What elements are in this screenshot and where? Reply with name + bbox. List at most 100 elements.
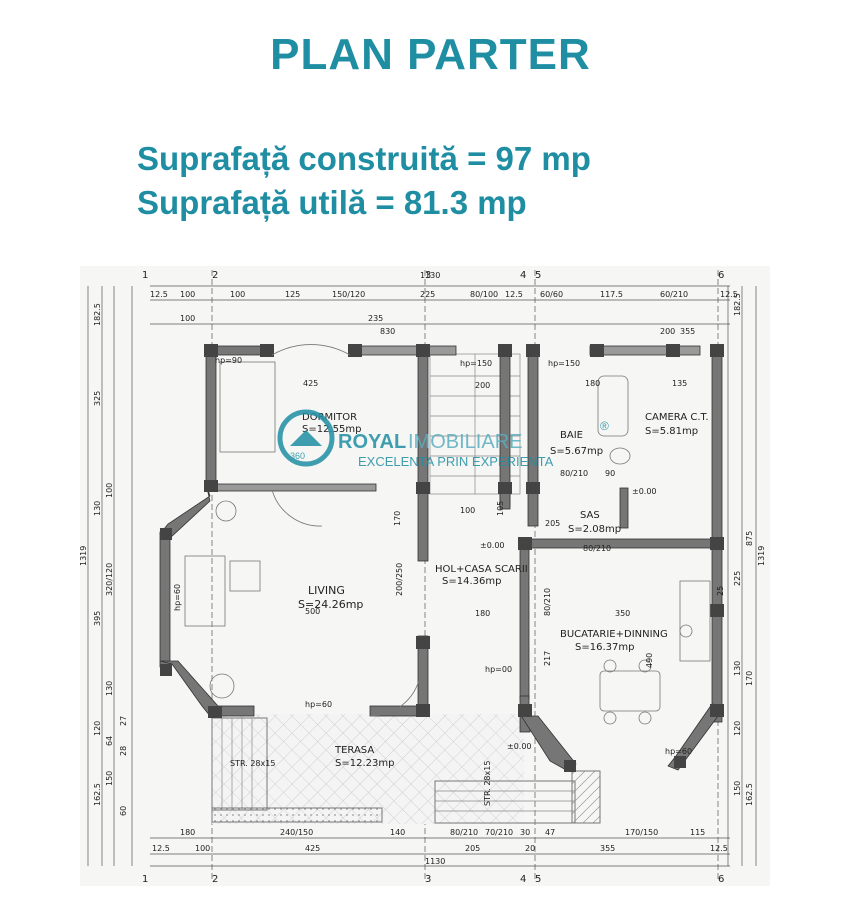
dim-interior: 180: [585, 379, 600, 388]
planter-bottom-left: [211, 807, 383, 823]
steps-left-treads: [221, 718, 253, 810]
dim-top-row1: 12.5: [150, 290, 168, 299]
dim-bottom-row2: 355: [600, 844, 615, 853]
dim-interior: 350: [615, 609, 630, 618]
room-labels: DORMITOR S=12.55mp BAIE S=5.67mp CAMERA …: [298, 412, 709, 769]
dim-right: 162.5: [745, 783, 754, 806]
dim-interior: 100: [460, 506, 475, 515]
dim-interior: 135: [672, 379, 687, 388]
plan-title: PLAN PARTER: [270, 30, 591, 79]
dim-right: 875: [745, 531, 754, 546]
dim-bottom-row2: 205: [465, 844, 480, 853]
room-terasa-name: TERASA: [334, 745, 374, 756]
dim-bottom-row2: 1130: [425, 857, 445, 866]
watermark: 360 ROYAL IMOBILIARE ® EXCELENTA PRIN EX…: [277, 409, 609, 469]
watermark-logo-ring: [277, 409, 335, 467]
dim-right: 130: [733, 661, 742, 676]
room-living-area: S=24.26mp: [298, 598, 363, 611]
dim-top-row1: 100: [230, 290, 245, 299]
dim-bottom-row2: 100: [195, 844, 210, 853]
dim-interior: ±0.00: [507, 742, 532, 751]
dim-interior: hp=60: [305, 700, 332, 709]
dim-left: 150: [105, 771, 114, 786]
dim-left: 325: [93, 391, 102, 406]
dim-top-row1: 60/210: [660, 290, 688, 299]
watermark-tagline: EXCELENTA PRIN EXPERIENTA: [358, 454, 554, 469]
room-sas-name: SAS: [580, 510, 600, 521]
watermark-badge: 360: [290, 451, 305, 461]
planter-bottom-right: [571, 770, 601, 824]
dim-bottom-row1: 47: [545, 828, 555, 837]
room-baie-name: BAIE: [560, 430, 583, 441]
dim-interior: 217: [543, 651, 552, 666]
dim-interior: 200: [475, 381, 490, 390]
grid-axis-label-bottom: 5: [535, 874, 541, 885]
dim-bottom-row1: 70/210: [485, 828, 513, 837]
dim-top-row1: 12.5: [505, 290, 523, 299]
dim-bottom-row2: 20: [525, 844, 535, 853]
grid-axis-label-top: 2: [212, 270, 218, 281]
dim-right: 25: [716, 586, 725, 596]
room-bucatarie-name: BUCATARIE+DINNING: [560, 629, 668, 640]
dim-interior: STR. 28x15: [230, 759, 275, 768]
dim-top-row2: 830: [380, 327, 395, 336]
dim-top-row1: 80/100: [470, 290, 498, 299]
walls: [159, 345, 723, 772]
dim-top-row2: 1130: [420, 271, 440, 280]
dim-bottom-row1: 140: [390, 828, 405, 837]
dim-left: 395: [93, 611, 102, 626]
room-hol-name: HOL+CASA SCARII: [435, 564, 528, 575]
grid-axis-label-bottom: 4: [520, 874, 526, 885]
fixtures: [184, 344, 711, 725]
room-dormitor-name: DORMITOR: [302, 412, 357, 423]
watermark-brand-primary: ROYAL: [338, 431, 406, 453]
dim-top-row1: 117.5: [600, 290, 623, 299]
room-camera-ct-name: CAMERA C.T.: [645, 412, 709, 423]
dim-interior: 170: [393, 511, 402, 526]
useful-area-label: Suprafață utilă = 81.3 mp: [137, 184, 527, 221]
watermark-brand-secondary: IMOBILIARE: [408, 431, 522, 453]
dim-left: 130: [105, 681, 114, 696]
dim-left: 120: [93, 721, 102, 736]
dim-left: 60: [119, 806, 128, 816]
dim-right: 182.5: [733, 293, 742, 316]
dim-interior: hp=60: [665, 747, 692, 756]
dim-bottom-row1: 30: [520, 828, 530, 837]
dim-top-row1: 12.5: [720, 290, 738, 299]
dim-top-row1: 125: [285, 290, 300, 299]
room-living-name: LIVING: [308, 584, 345, 597]
dim-bottom-row1: 240/150: [280, 828, 313, 837]
grid-axis-label-top: 5: [535, 270, 541, 281]
room-bucatarie-area: S=16.37mp: [575, 642, 634, 653]
dim-interior: 105: [496, 501, 505, 516]
dim-interior: hp=150: [548, 359, 580, 368]
dim-bottom-row2: 425: [305, 844, 320, 853]
grid-axis-label-top: 3: [425, 270, 431, 281]
dim-interior: 180: [475, 609, 490, 618]
grid-axis-label-bottom: 3: [425, 874, 431, 885]
dim-interior: hp=60: [173, 584, 182, 611]
room-sas-area: S=2.08mp: [568, 524, 621, 535]
dim-top-row1: 100: [180, 290, 195, 299]
dim-top-row1: 150/120: [332, 290, 365, 299]
dim-bottom-row1: 115: [690, 828, 705, 837]
dim-bottom-row1: 80/210: [450, 828, 478, 837]
room-camera-ct-area: S=5.81mp: [645, 426, 698, 437]
house-icon: [290, 430, 322, 446]
dim-left: 130: [93, 501, 102, 516]
steps-bottom-treads: [435, 790, 575, 812]
dim-interior: 490: [645, 653, 654, 668]
dim-interior: hp=150: [460, 359, 492, 368]
dim-top-row2: 235: [368, 314, 383, 323]
dim-interior: 80/210: [583, 544, 611, 553]
grid-axis-label-bottom: 2: [212, 874, 218, 885]
dim-top-row2: 100: [180, 314, 195, 323]
grid-axis-label-bottom: 6: [718, 874, 724, 885]
columns: [160, 344, 724, 772]
dim-left: 182.5: [93, 303, 102, 326]
dim-left: 1319: [80, 546, 88, 566]
dim-left: 162.5: [93, 783, 102, 806]
dim-interior: hp=90: [215, 356, 242, 365]
dim-bottom-row1: 170/150: [625, 828, 658, 837]
dim-right: 170: [745, 671, 754, 686]
